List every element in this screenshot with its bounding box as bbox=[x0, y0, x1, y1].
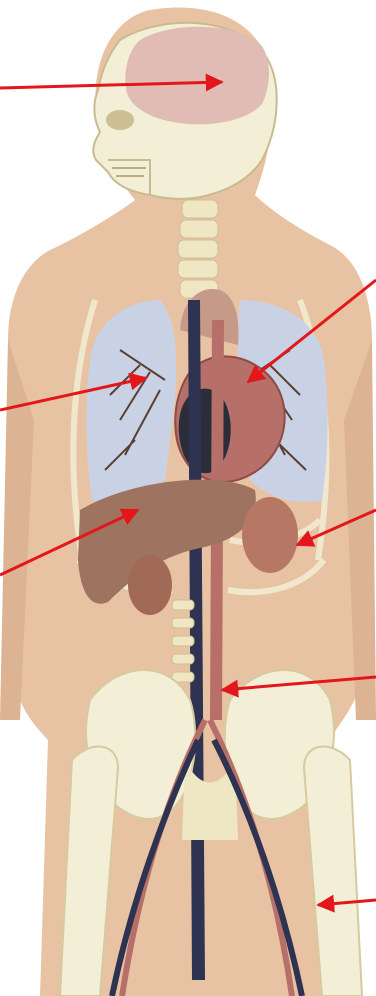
cervical-spine bbox=[178, 200, 218, 298]
brain bbox=[125, 27, 269, 125]
